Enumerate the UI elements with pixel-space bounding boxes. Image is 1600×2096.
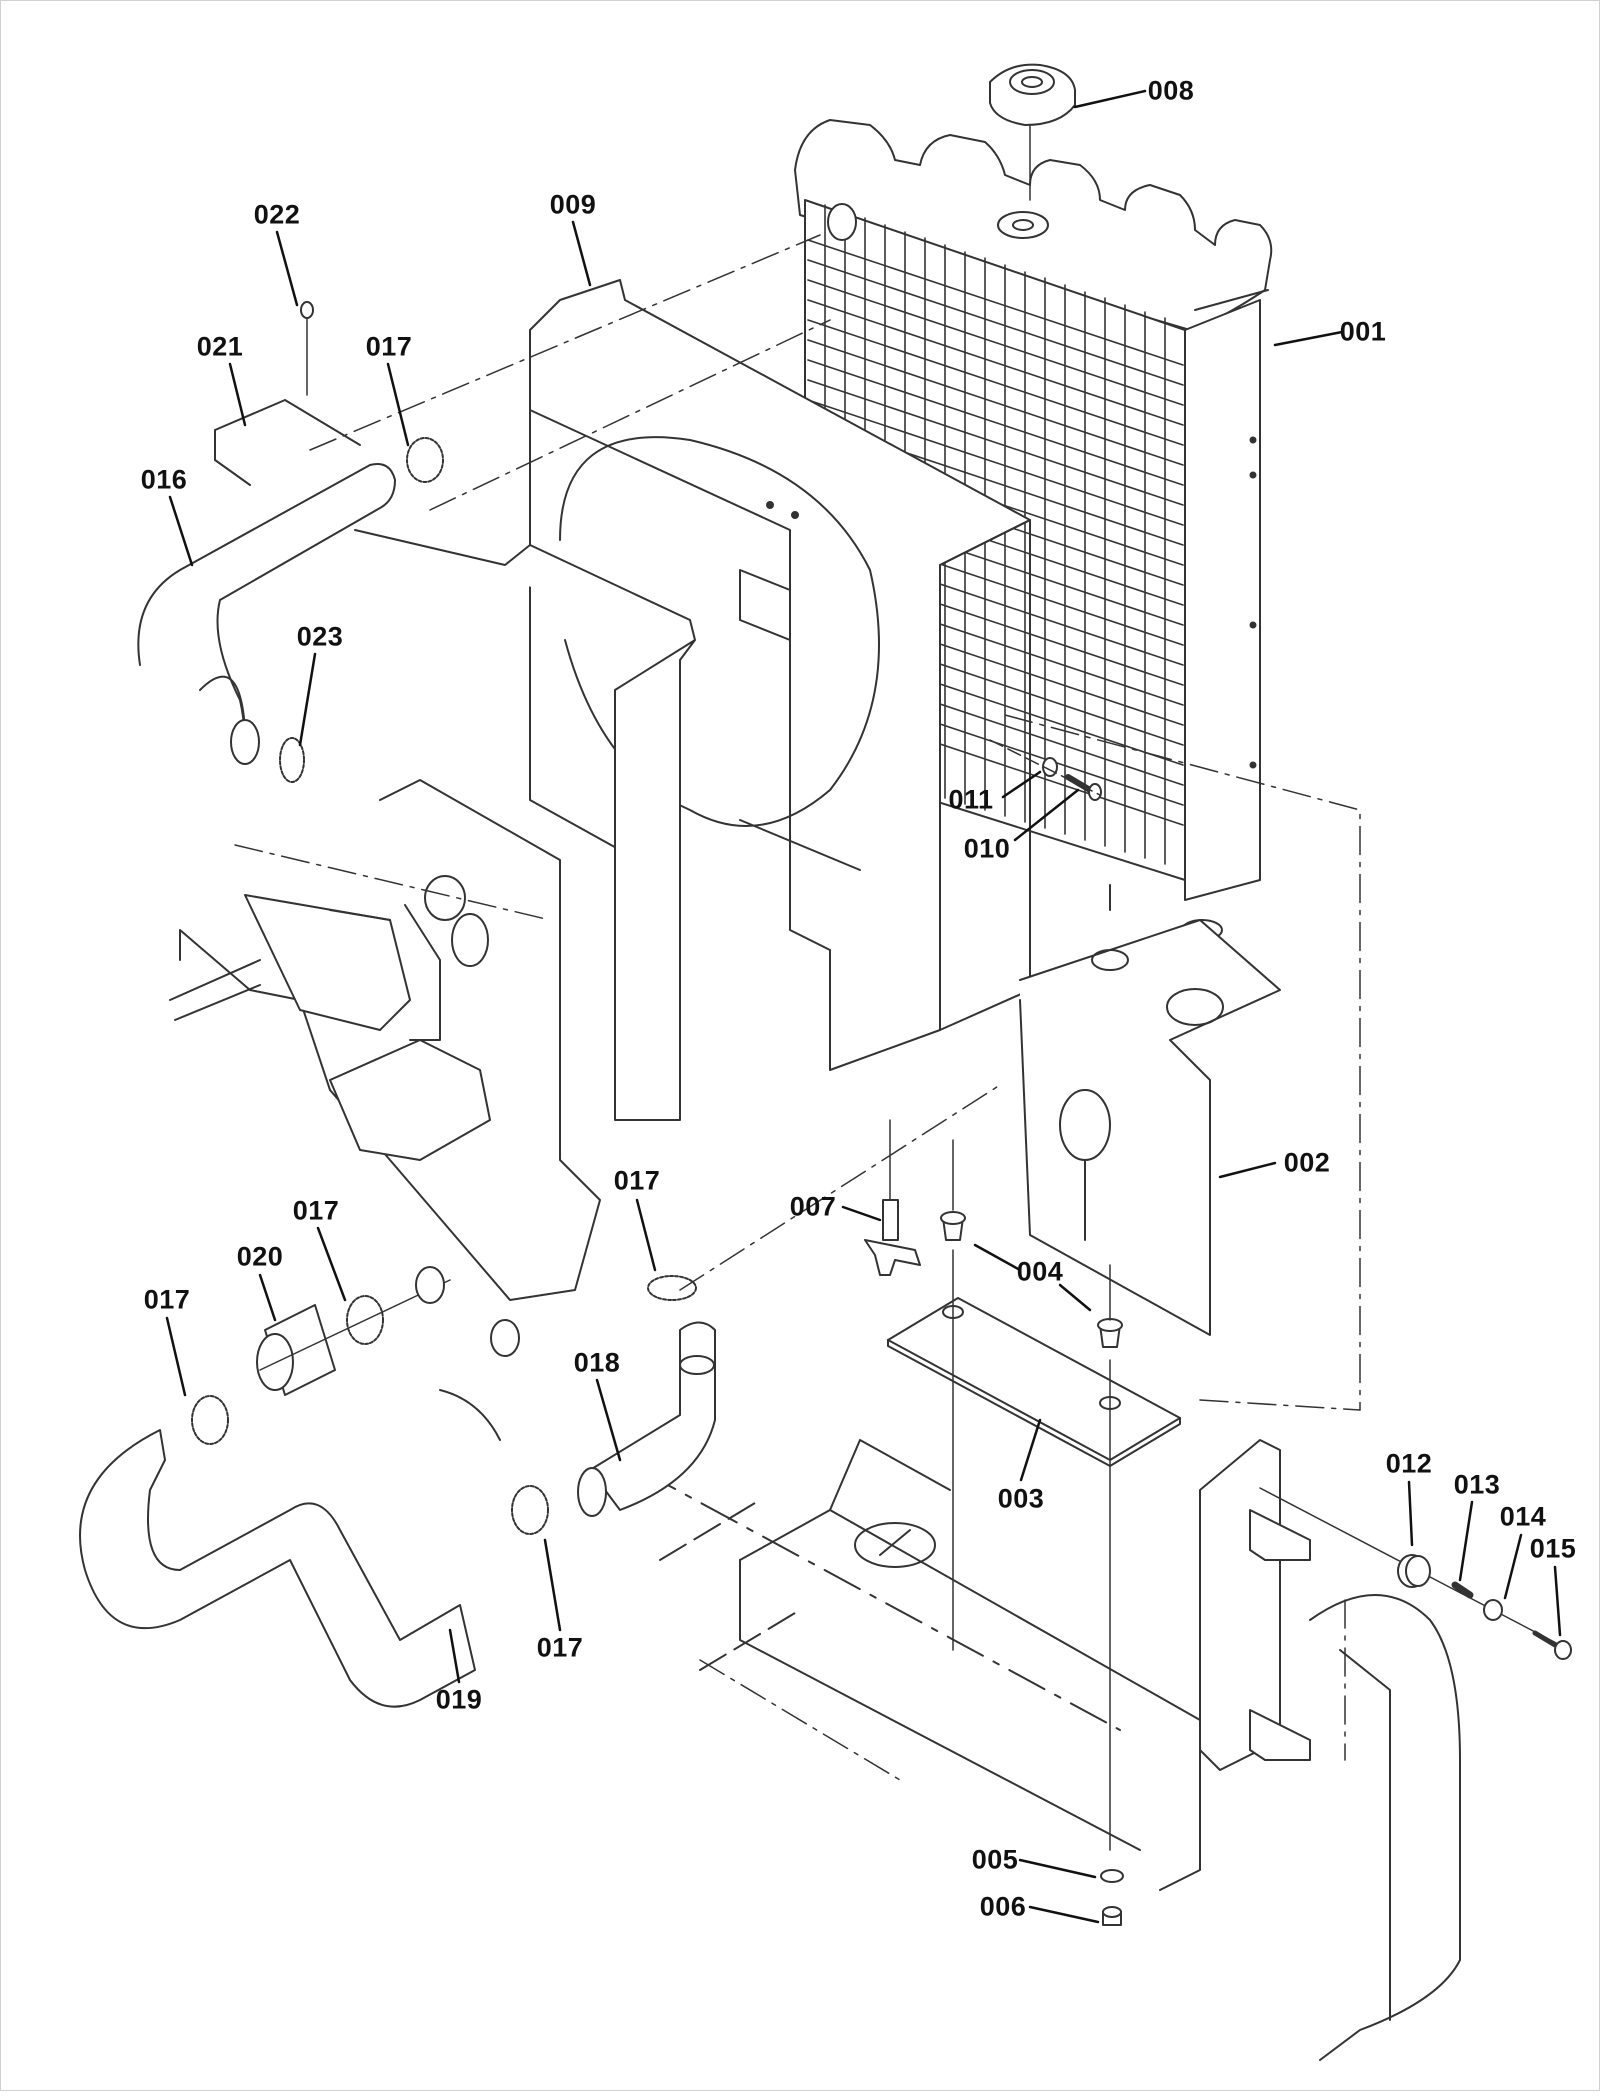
mount-stack-drawing [1259,1487,1572,1660]
callout-010: 010 [963,833,1011,864]
lower-panel-drawing [1019,919,1281,1336]
callout-017: 017 [365,331,413,362]
callout-015: 015 [1529,1533,1577,1564]
callout-014: 014 [1499,1501,1547,1532]
callout-002: 002 [1283,1147,1331,1178]
callout-008: 008 [1147,75,1195,106]
drain-cock-drawing [864,1119,921,1276]
lower-hose-drawing [79,1321,716,1708]
coupler-hose-drawing [256,1279,451,1396]
shroud-brace-drawing [354,529,696,1121]
callout-023: 023 [296,621,344,652]
assembly-lines [234,234,1361,1781]
callout-003: 003 [997,1483,1045,1514]
leader-arrows [165,89,1562,1924]
callout-017: 017 [292,1195,340,1226]
callout-001: 001 [1339,316,1387,347]
callout-022: 022 [253,199,301,230]
callout-005: 005 [971,1844,1019,1875]
grommet-drawing [940,1139,1123,1851]
radiator-cap-drawing [989,63,1076,201]
engine-drawing [169,779,601,1441]
upper-hose-drawing [137,301,396,765]
washer-nut-drawing [1100,1869,1124,1926]
fan-shroud-drawing [529,279,1031,1071]
callout-007: 007 [789,1191,837,1222]
callout-019: 019 [435,1684,483,1715]
callout-013: 013 [1453,1469,1501,1500]
callout-018: 018 [573,1347,621,1378]
callout-012: 012 [1385,1448,1433,1479]
callout-021: 021 [196,331,244,362]
washer-bolt-drawing [989,739,1102,801]
callout-017: 017 [613,1165,661,1196]
callout-020: 020 [236,1241,284,1272]
callout-009: 009 [549,189,597,220]
callout-011: 011 [948,784,994,815]
callout-016: 016 [140,464,188,495]
callout-017: 017 [536,1632,584,1663]
callout-006: 006 [979,1891,1027,1922]
callout-004: 004 [1016,1256,1064,1287]
callout-017: 017 [143,1284,191,1315]
hose-clamp-drawing [191,437,697,1535]
base-frame-drawing [639,1439,1461,2061]
